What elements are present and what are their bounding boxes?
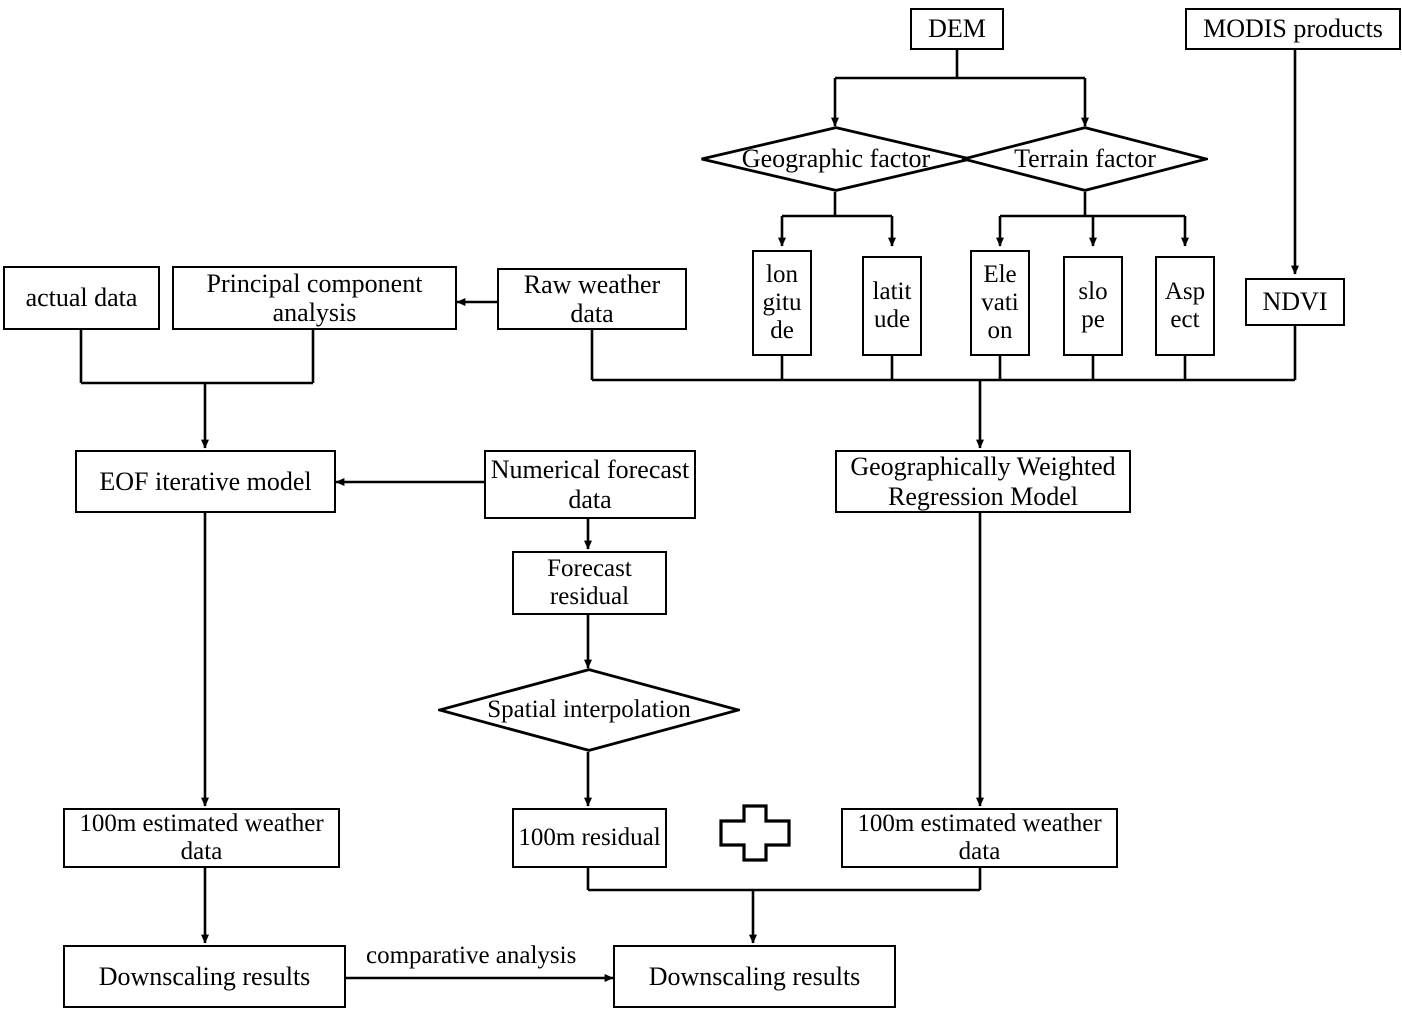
node-eof-iterative-model-label: EOF iterative model <box>99 466 312 496</box>
node-dem[interactable]: DEM <box>910 8 1004 50</box>
node-numerical-forecast-data[interactable]: Numerical forecast data <box>484 450 696 519</box>
diamond-shape <box>438 668 740 752</box>
node-longitude-label: lon gitu de <box>762 261 802 344</box>
node-actual-data[interactable]: actual data <box>3 266 160 330</box>
edge-label-comparative-analysis: comparative analysis <box>366 942 576 970</box>
node-spatial-interpolation[interactable]: Spatial interpolation <box>438 668 740 752</box>
node-downscaling-results-right-label: Downscaling results <box>648 961 861 991</box>
node-latitude-label: latit ude <box>872 278 912 333</box>
node-slope[interactable]: slo pe <box>1063 256 1123 356</box>
node-actual-data-label: actual data <box>25 283 138 313</box>
node-spatial-interpolation-label: Spatial interpolation <box>487 696 691 723</box>
node-gwr-model-label: Geographically Weighted Regression Model <box>850 452 1116 511</box>
node-downscaling-results-right[interactable]: Downscaling results <box>613 945 896 1008</box>
node-geographic-factor-label: Geographic factor <box>741 144 931 173</box>
node-modis-products-label: MODIS products <box>1203 14 1383 44</box>
node-downscaling-results-left-label: Downscaling results <box>98 961 311 991</box>
node-modis-products[interactable]: MODIS products <box>1185 8 1401 50</box>
node-raw-weather-data-label: Raw weather data <box>523 269 661 328</box>
node-ndvi[interactable]: NDVI <box>1245 278 1345 326</box>
node-terrain-factor-label: Terrain factor <box>1014 144 1156 173</box>
plus-shape <box>719 804 791 862</box>
node-residual-100m-label: 100m residual <box>518 824 661 851</box>
node-geographic-factor[interactable]: Geographic factor <box>700 126 972 192</box>
node-gwr-model[interactable]: Geographically Weighted Regression Model <box>835 450 1131 513</box>
node-dem-label: DEM <box>928 14 986 44</box>
node-eof-iterative-model[interactable]: EOF iterative model <box>75 450 336 513</box>
node-principal-component-analysis[interactable]: Principal component analysis <box>172 266 457 330</box>
diamond-shape <box>962 126 1208 192</box>
node-forecast-residual[interactable]: Forecast residual <box>512 551 667 615</box>
node-estimated-weather-data-left[interactable]: 100m estimated weather data <box>63 808 340 868</box>
edge-label-comparative-analysis-text: comparative analysis <box>366 942 577 969</box>
node-forecast-residual-label: Forecast residual <box>547 555 632 610</box>
node-slope-label: slo pe <box>1078 278 1108 333</box>
node-aspect-label: Asp ect <box>1164 278 1206 333</box>
diamond-shape <box>701 126 971 192</box>
node-elevation[interactable]: Ele vati on <box>970 250 1030 356</box>
node-estimated-weather-data-left-label: 100m estimated weather data <box>79 810 324 865</box>
node-estimated-weather-data-right[interactable]: 100m estimated weather data <box>841 808 1118 868</box>
node-ndvi-label: NDVI <box>1262 287 1328 317</box>
node-terrain-factor[interactable]: Terrain factor <box>962 126 1208 192</box>
node-residual-100m[interactable]: 100m residual <box>512 808 667 868</box>
node-longitude[interactable]: lon gitu de <box>752 250 812 356</box>
node-elevation-label: Ele vati on <box>981 261 1019 344</box>
node-numerical-forecast-data-label: Numerical forecast data <box>490 455 690 514</box>
node-downscaling-results-left[interactable]: Downscaling results <box>63 945 346 1008</box>
node-principal-component-analysis-label: Principal component analysis <box>206 268 423 327</box>
node-estimated-weather-data-right-label: 100m estimated weather data <box>857 810 1102 865</box>
node-raw-weather-data[interactable]: Raw weather data <box>497 268 687 330</box>
node-aspect[interactable]: Asp ect <box>1155 256 1215 356</box>
node-latitude[interactable]: latit ude <box>862 256 922 356</box>
plus-symbol <box>719 804 791 862</box>
